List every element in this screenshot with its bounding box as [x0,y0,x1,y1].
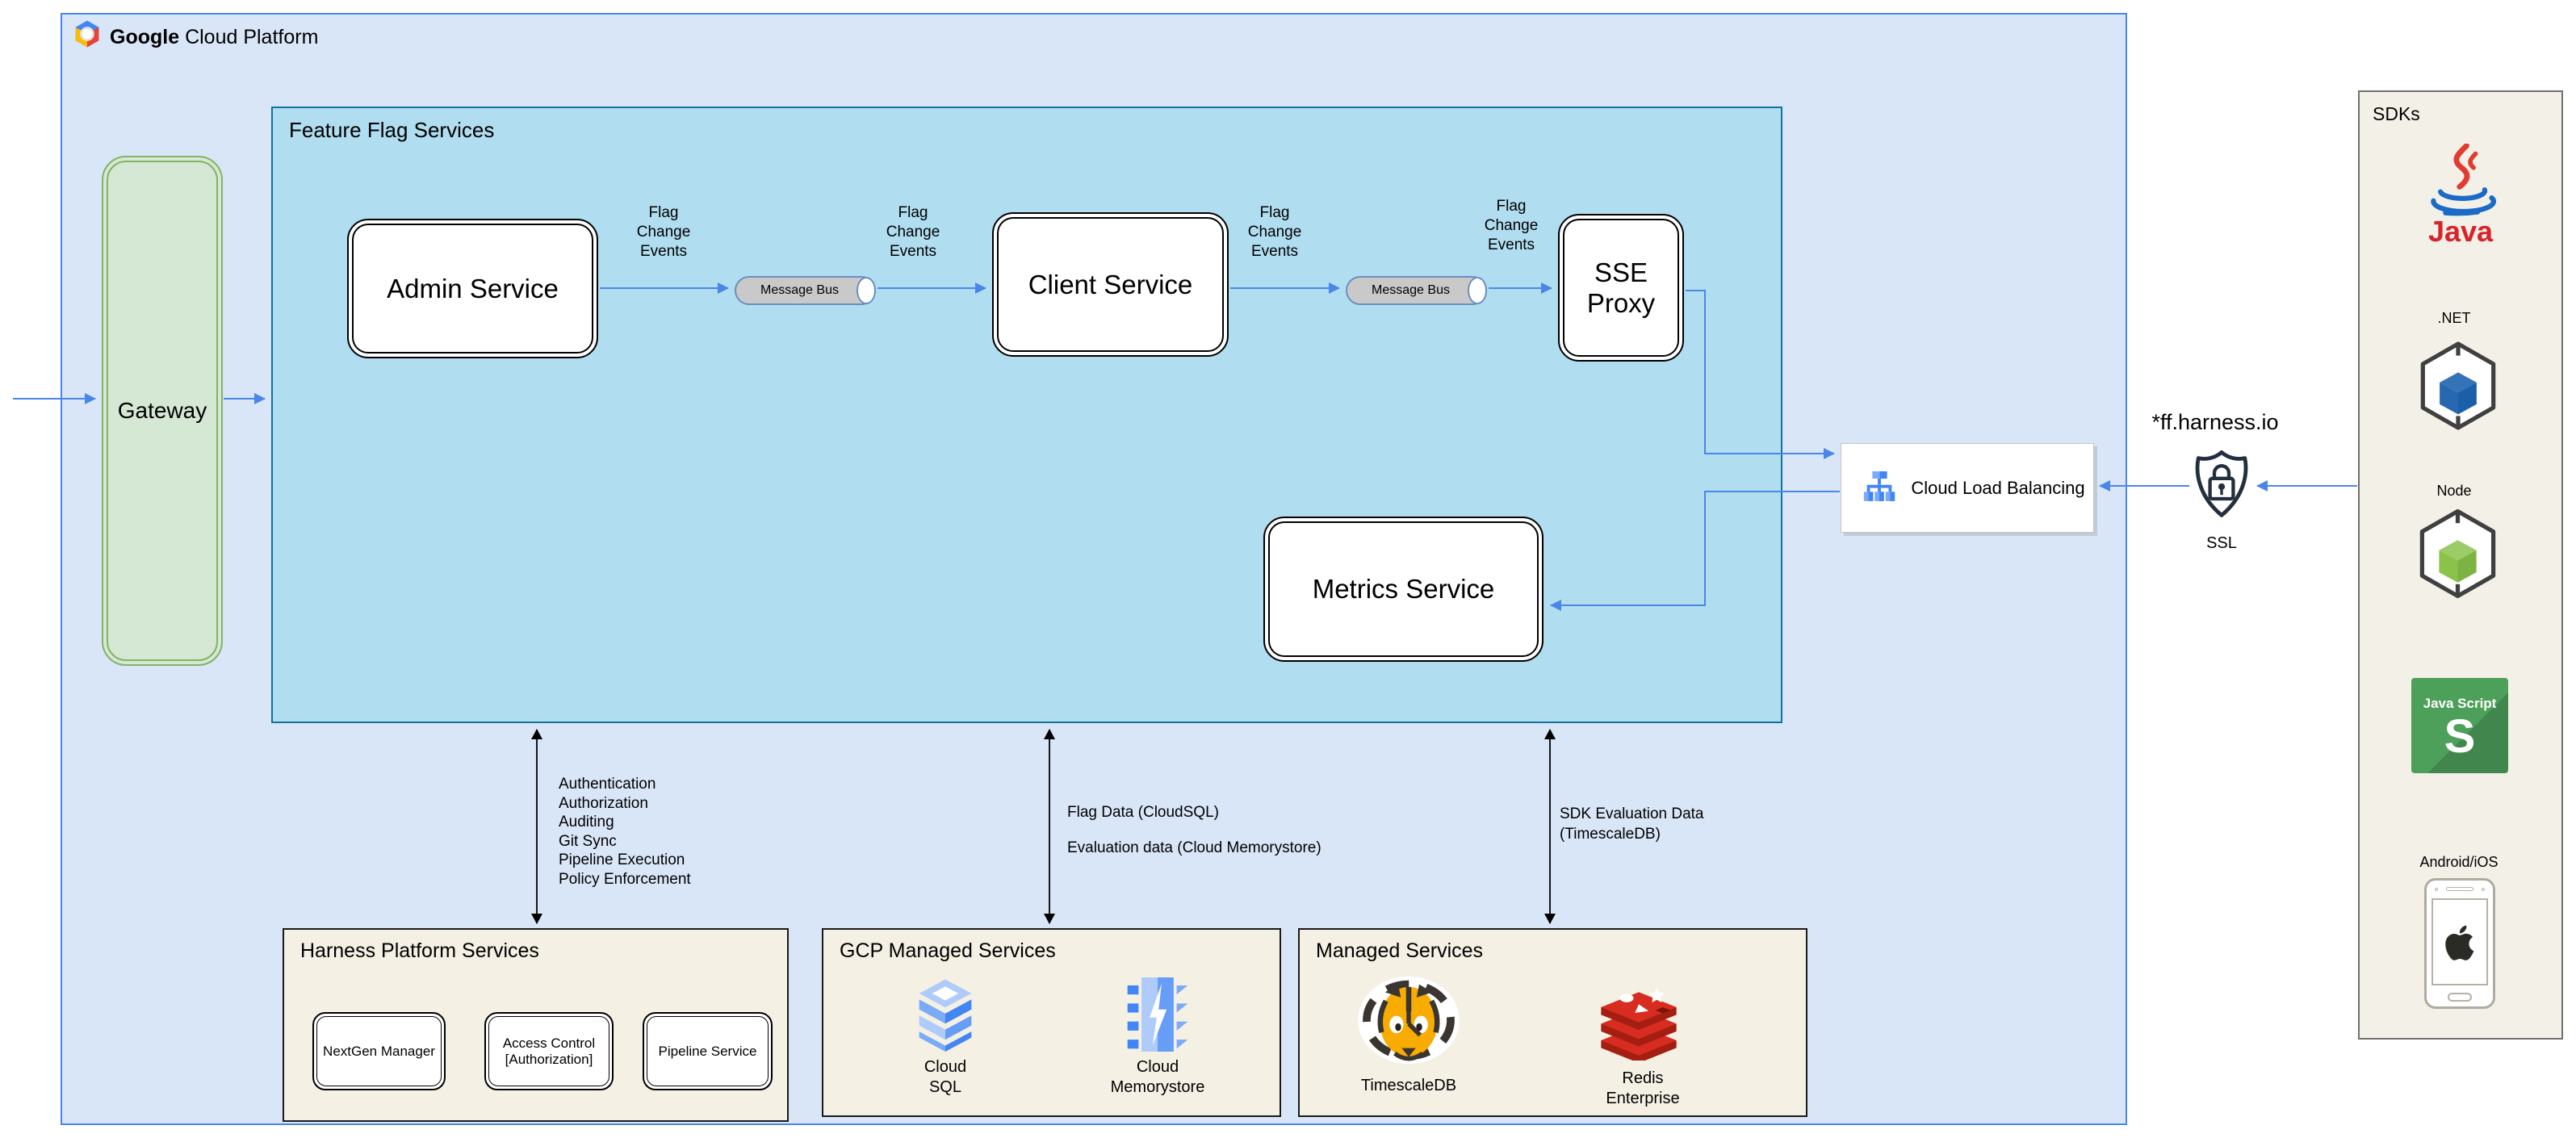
apple-logo-icon [2445,925,2474,960]
header-title: Google Cloud Platform [110,26,318,49]
cloud-memorystore-icon [1127,977,1188,1052]
message-bus-1: Message Bus [735,276,876,305]
phone-speaker [2446,887,2473,891]
ssl-label: SSL [2206,534,2237,552]
ffs-title: Feature Flag Services [289,118,495,142]
javascript-sdk-letter: S [2444,710,2476,763]
eval-data-edge-label: Evaluation data (Cloud Memorystore) [1067,839,1322,856]
flag-data-edge-label: Flag Data (CloudSQL) [1067,804,1219,821]
cloud-sql-icon [919,979,972,1052]
admin-service-node: Admin Service [347,219,598,358]
cloud-load-balancing-node: Cloud Load Balancing [1841,443,2094,533]
timescaledb-icon [1358,976,1460,1065]
sdks-title: SDKs [2373,103,2420,124]
sdk-eval-edge-label: SDK Evaluation Data (TimescaleDB) [1560,805,1704,843]
flag-change-events-label: Flag Change Events [886,204,940,260]
cloud-load-balancing-label: Cloud Load Balancing [1911,477,2085,498]
phone-dot [2435,888,2438,891]
mobile-phone-icon [2424,878,2495,1009]
gateway-node: Gateway [102,156,223,666]
timescaledb-label: TimescaleDB [1360,1077,1457,1094]
flag-change-events-label: Flag Change Events [636,204,691,260]
metrics-service-label: Metrics Service [1312,574,1495,604]
gateway-label: Gateway [117,398,207,423]
pipeline-service-node: Pipeline Service [643,1012,773,1090]
gcp-managed-services-container: GCP Managed Services [822,928,1281,1117]
gcp-managed-title: GCP Managed Services [840,939,1056,962]
client-service-node: Client Service [992,212,1229,357]
client-service-label: Client Service [1028,269,1193,299]
auth-edge-label: Authentication Authorization Auditing Gi… [559,776,691,888]
phone-home-button [2448,993,2472,1002]
external-domain-label: *ff.harness.io [2151,410,2279,434]
sse-proxy-label: SSE Proxy [1586,257,1656,318]
phone-dot [2482,888,2485,891]
redis-enterprise-label: Redis Enterprise [1606,1069,1680,1107]
flag-change-events-label: Flag Change Events [1247,204,1302,260]
nextgen-manager-node: NextGen Manager [312,1012,446,1090]
message-bus-2-label: Message Bus [1372,283,1450,297]
phone-screen [2431,898,2488,985]
dotnet-sdk-icon [2420,341,2496,430]
cloud-load-balancing-icon [1863,471,1895,501]
managed-title: Managed Services [1316,939,1484,962]
harness-title: Harness Platform Services [300,939,539,962]
message-bus-1-label: Message Bus [760,283,839,297]
access-control-label: Access Control [Authorization] [502,1035,596,1067]
node-sdk-icon [2419,508,2496,599]
sse-proxy-node: SSE Proxy [1558,214,1684,362]
metrics-service-node: Metrics Service [1263,517,1544,662]
message-bus-2: Message Bus [1346,276,1487,305]
ssl-shield-lock-icon [2195,450,2248,517]
java-sdk-icon [2431,144,2497,216]
mobile-sdk-label: Android/iOS [2419,854,2499,870]
javascript-sdk-title: Java Script [2423,696,2497,711]
node-sdk-label: Node [2436,483,2472,499]
nextgen-manager-label: NextGen Manager [323,1043,435,1059]
redis-enterprise-icon [1601,987,1677,1061]
access-control-node: Access Control [Authorization] [484,1012,614,1090]
admin-service-label: Admin Service [387,273,559,303]
gcp-logo-icon [75,20,99,48]
header-suffix: Cloud Platform [185,26,319,48]
cloud-memorystore-label: Cloud Memorystore [1110,1058,1205,1096]
java-sdk-label: Java [2427,215,2494,248]
pipeline-service-label: Pipeline Service [658,1043,757,1059]
managed-services-container: Managed Services [1298,928,1807,1117]
header-brand: Google [110,26,180,48]
flag-change-events-label: Flag Change Events [1484,198,1539,253]
javascript-sdk-icon: Java Script S [2411,678,2508,773]
cloud-sql-label: Cloud SQL [924,1058,967,1096]
dotnet-sdk-label: .NET [2437,310,2471,326]
